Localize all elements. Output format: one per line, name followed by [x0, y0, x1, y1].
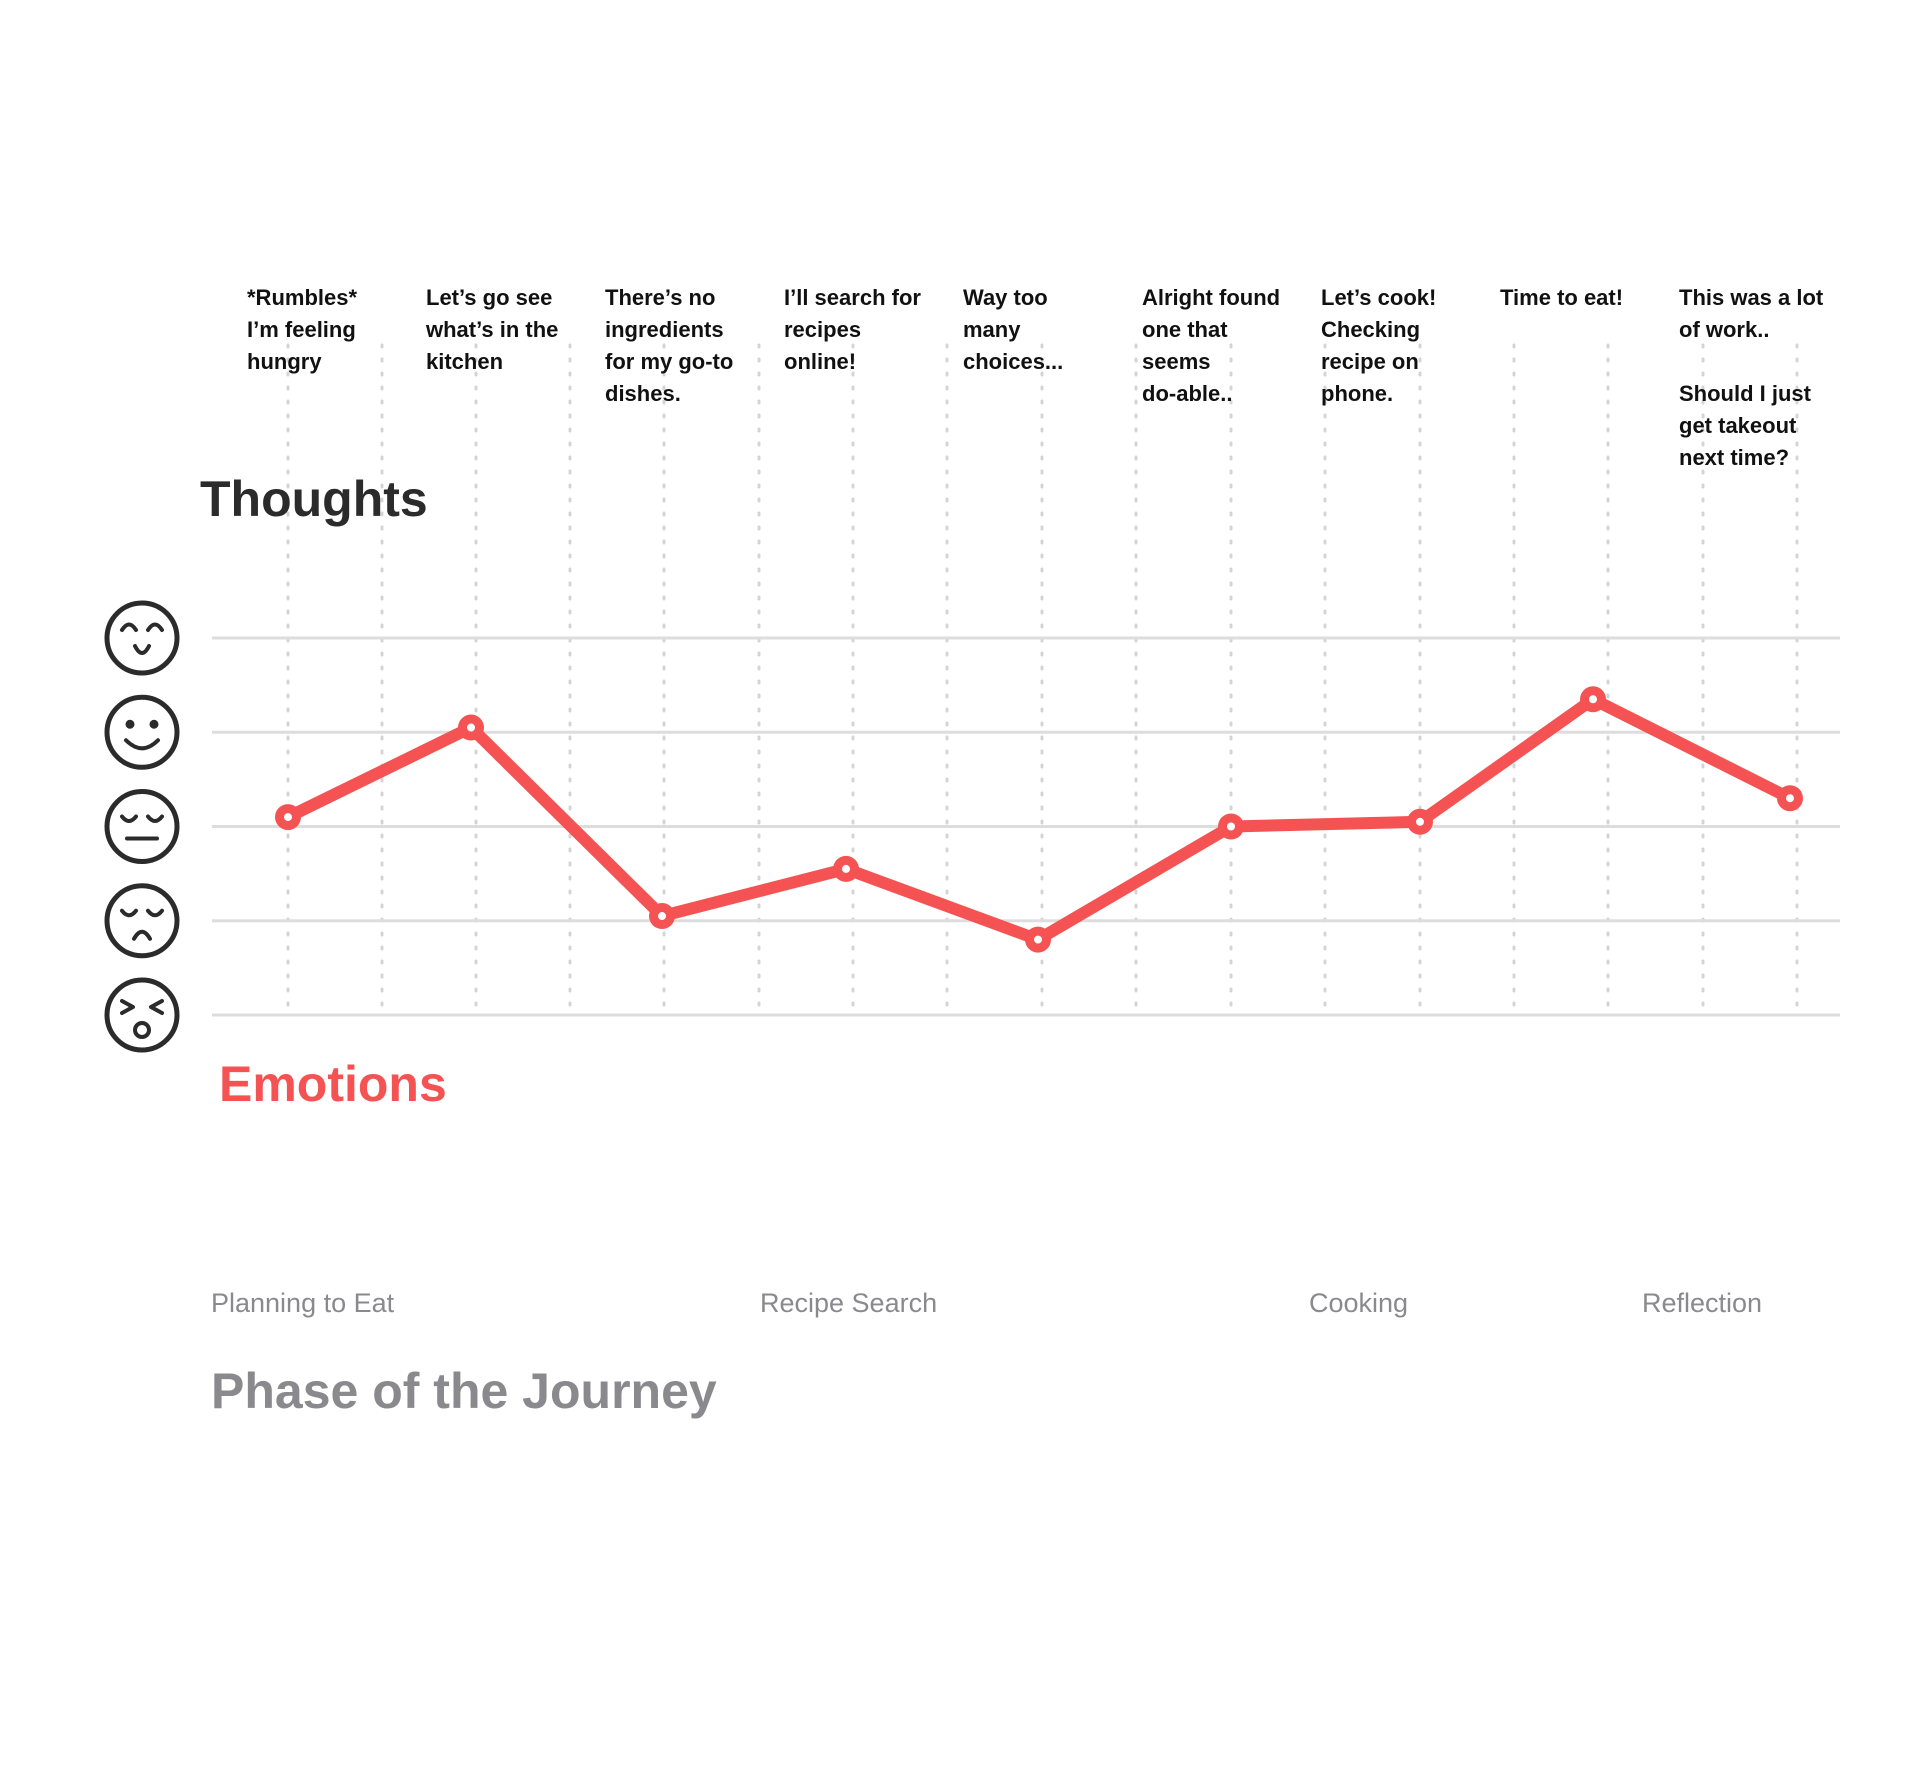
phase-label: Cooking [1309, 1288, 1409, 1318]
happy-face-icon [104, 694, 180, 770]
thought-text: Way too many choices... [963, 285, 1064, 374]
thought-text: There’s no ingredients for my go-to dish… [605, 285, 734, 406]
emotion-point-center [284, 813, 292, 822]
thought-text: I’ll search for recipes online! [784, 285, 921, 374]
emotion-point-center [1589, 695, 1597, 704]
emotion-point-center [467, 723, 475, 732]
emotion-point-center [658, 912, 666, 921]
emotion-point-center [842, 864, 850, 873]
thought-text: Alright found one that seems do-able.. [1142, 285, 1281, 406]
emotion-point-center [1416, 817, 1424, 826]
emotion-point-center [1227, 822, 1235, 831]
emotion-point-center [1034, 935, 1042, 944]
sad-face-icon [104, 883, 180, 959]
phase-label: Planning to Eat [211, 1288, 395, 1318]
distressed-face-icon [104, 977, 180, 1053]
neutral-face-icon [104, 789, 180, 864]
thought-text: Let’s go see what’s in the kitchen [426, 285, 559, 374]
thought-text: *Rumbles* I’m feeling hungry [247, 285, 358, 374]
emotions-heading: Emotions [219, 1056, 447, 1112]
emotion-point-center [1786, 794, 1794, 803]
phase-label: Recipe Search [760, 1288, 938, 1318]
thought-text: Let’s cook! Checking recipe on phone. [1321, 285, 1437, 406]
phase-label: Reflection [1642, 1288, 1763, 1318]
thought-text: Time to eat! [1500, 285, 1624, 310]
delighted-face-icon [104, 600, 180, 676]
thought-text: This was a lot of work.. Should I just g… [1679, 285, 1824, 470]
phase-heading: Phase of the Journey [211, 1363, 717, 1419]
emotion-line [282, 693, 1796, 946]
thoughts-heading: Thoughts [200, 471, 428, 527]
